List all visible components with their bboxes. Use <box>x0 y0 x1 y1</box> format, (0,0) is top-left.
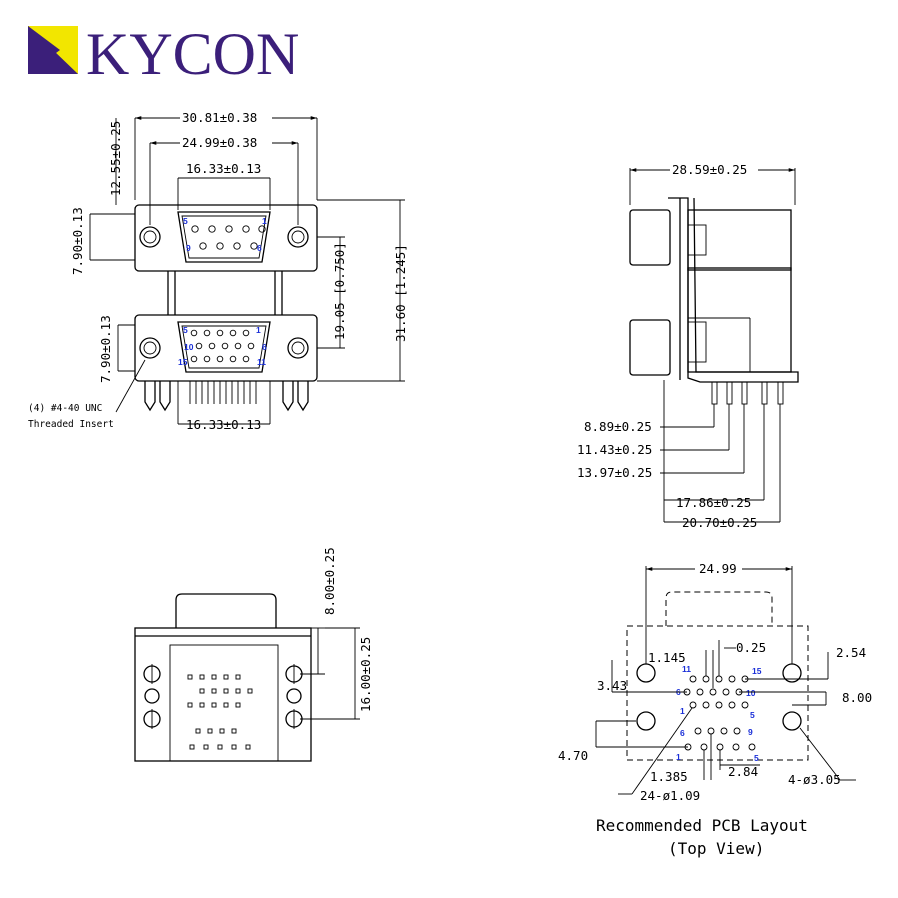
dim-bottom-flange: 7.90±0.13 <box>98 315 113 383</box>
bottom-pin-label-6: 6 <box>262 342 267 352</box>
pcb-dim-holes-large: 4-ø3.05 <box>788 772 841 787</box>
dim-depth: 28.59±0.25 <box>672 162 747 177</box>
pcb-dim-g: 1.385 <box>650 769 688 784</box>
pcb-dim-f: 4.70 <box>558 748 588 763</box>
bottom-pin-label-11: 11 <box>257 357 266 367</box>
dim-d5: 20.70±0.25 <box>682 515 757 530</box>
bottom-pin-label-5: 5 <box>183 325 188 335</box>
dim-rear-lower: 16.00±0.25 <box>358 637 373 712</box>
dim-d3: 13.97±0.25 <box>577 465 652 480</box>
kycon-logo: KYCON <box>28 21 299 87</box>
rear-view: 8.00±0.25 16.00±0.25 <box>134 547 373 762</box>
pcb-pin-label-15: 15 <box>752 666 762 676</box>
dim-mount-pitch: 24.99±0.38 <box>182 135 257 150</box>
pcb-dim-d: 3.43 <box>597 678 627 693</box>
pcb-pin-label-1: 1 <box>680 706 685 716</box>
bottom-pin-label-15: 15 <box>178 357 188 367</box>
dim-d1: 8.89±0.25 <box>584 419 652 434</box>
brand-name: KYCON <box>86 21 299 87</box>
top-pin-label-5: 5 <box>183 216 188 226</box>
pcb-pin-label-10: 10 <box>746 688 756 698</box>
pcb-dim-e: 8.00 <box>842 690 872 705</box>
dim-top-offset: 12.55±0.25 <box>108 121 123 196</box>
top-pin-label-1: 1 <box>262 216 267 226</box>
dim-top-shell: 16.33±0.13 <box>186 161 261 176</box>
note-threaded-insert-2: Threaded Insert <box>28 419 114 430</box>
pcb-caption: Recommended PCB Layout <box>596 816 808 835</box>
dim-top-flange: 7.90±0.13 <box>70 207 85 275</box>
pcb-pin-label-5b: 5 <box>754 753 759 763</box>
dim-d2: 11.43±0.25 <box>577 442 652 457</box>
pcb-caption-sub: (Top View) <box>668 839 764 858</box>
dim-stack-pitch: 19.05 [0.750] <box>332 242 347 340</box>
bottom-pin-label-10: 10 <box>184 342 194 352</box>
pcb-dim-b: 0.25 <box>736 640 766 655</box>
dim-rear-upper: 8.00±0.25 <box>322 547 337 615</box>
pcb-pin-label-5: 5 <box>750 710 755 720</box>
pcb-pin-label-9: 9 <box>748 727 753 737</box>
bottom-pin-label-1: 1 <box>256 325 261 335</box>
dim-d4: 17.86±0.25 <box>676 495 751 510</box>
front-view: 5 1 9 6 5 1 10 6 15 11 <box>28 110 408 432</box>
pcb-dim-holes-small: 24-ø1.09 <box>640 788 700 803</box>
dim-bottom-shell: 16.33±0.13 <box>186 417 261 432</box>
dim-overall-width: 30.81±0.38 <box>182 110 257 125</box>
pcb-pin-label-6b: 6 <box>680 728 685 738</box>
side-view: 28.59±0.25 8.89±0.25 11.43±0.25 13.97±0.… <box>577 162 799 530</box>
top-pin-label-6: 6 <box>257 243 262 253</box>
pcb-dim-pitch: 24.99 <box>699 561 737 576</box>
pcb-pin-label-1b: 1 <box>676 752 681 762</box>
dim-overall-height: 31.60 [1.245] <box>393 244 408 342</box>
pcb-pin-label-11: 11 <box>682 664 691 674</box>
pcb-dim-c: 2.54 <box>836 645 866 660</box>
top-pin-label-9: 9 <box>186 243 191 253</box>
pcb-dim-a: 1.145 <box>648 650 686 665</box>
pcb-layout: 11 15 6 10 1 5 6 9 1 5 24.99 1.145 0.25 … <box>558 561 872 858</box>
pcb-dim-h: 2.84 <box>728 764 758 779</box>
note-threaded-insert-1: (4) #4-40 UNC <box>28 403 102 414</box>
